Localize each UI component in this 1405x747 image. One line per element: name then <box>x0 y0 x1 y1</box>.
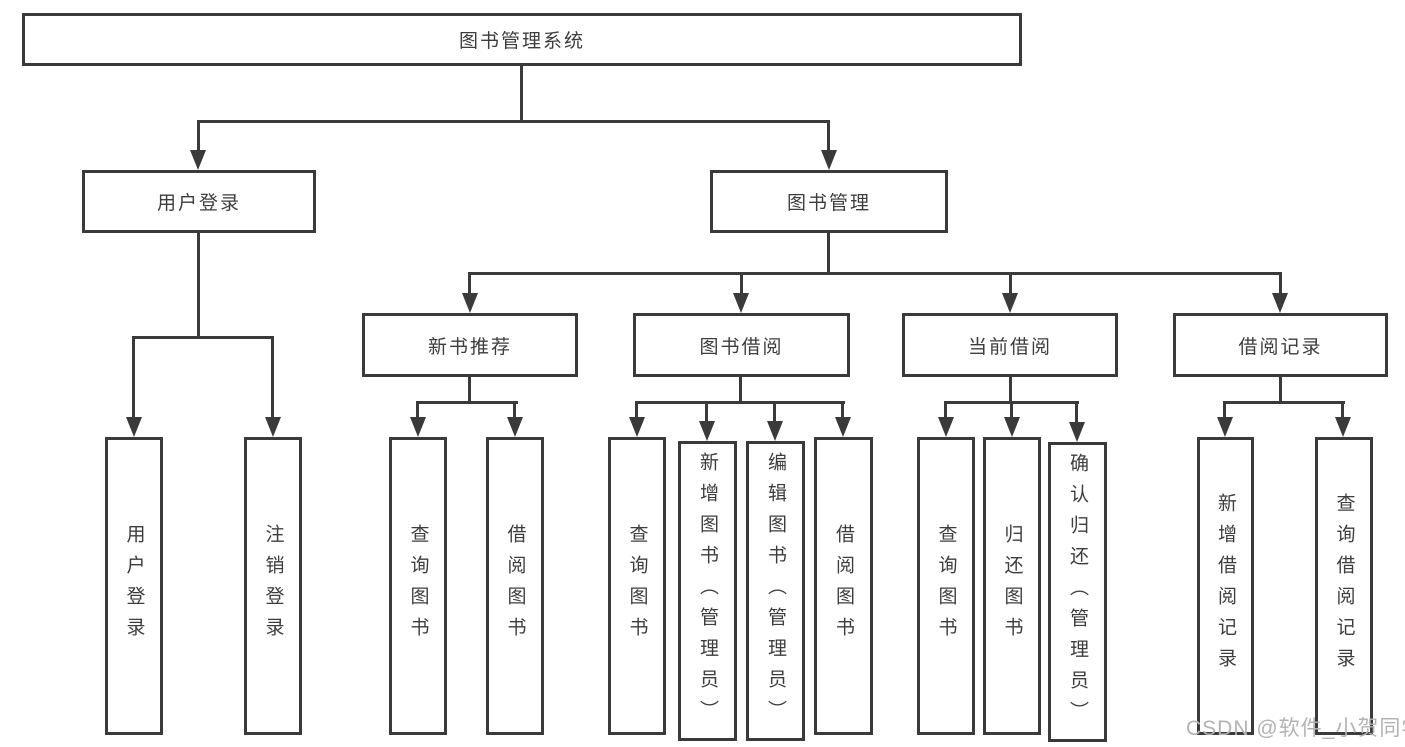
node-fn-recommend-borrow-books: 借阅图书 <box>486 437 544 735</box>
arrowhead-fn-logout <box>265 417 281 437</box>
node-fn-records-query-record-label: 查询借阅记录 <box>1333 493 1355 679</box>
watermark-text: CSDN @软件_小贺同学 <box>1186 717 1405 740</box>
arrowhead-new-book-recommend <box>462 293 478 313</box>
node-fn-borrowing-edit-books-label: 编辑图书（管理员） <box>765 451 786 731</box>
arrowhead-current-return-books <box>1004 417 1020 437</box>
arrowhead-borrowing-add-books <box>699 421 715 441</box>
node-fn-records-add-record-label: 新增借阅记录 <box>1215 493 1236 679</box>
node-book-borrowing-label: 图书借阅 <box>699 336 784 358</box>
node-fn-borrowing-query-books: 查询图书 <box>608 437 666 735</box>
arrowhead-records-add-record <box>1217 417 1233 437</box>
arrowhead-borrowing-borrow-books <box>835 417 851 437</box>
node-fn-borrowing-edit-books: 编辑图书（管理员） <box>746 441 805 741</box>
arrowhead-records-query-record <box>1335 417 1351 437</box>
node-fn-records-add-record: 新增借阅记录 <box>1197 437 1254 735</box>
edge-book-borrowing-stem <box>739 377 742 404</box>
edge-to-fn-user-login <box>132 336 135 419</box>
edge-book-management-bar <box>468 272 1282 275</box>
node-fn-user-login-label: 用户登录 <box>123 524 145 648</box>
node-new-book-recommend-label: 新书推荐 <box>427 336 512 358</box>
node-fn-logout: 注销登录 <box>244 437 302 735</box>
node-user-login-module-label: 用户登录 <box>156 193 241 214</box>
edge-to-current-confirm-return <box>1075 401 1078 424</box>
node-book-management-module: 图书管理 <box>710 170 948 233</box>
edge-to-current-borrowing <box>1009 272 1012 295</box>
node-fn-borrowing-add-books: 新增图书（管理员） <box>678 441 737 741</box>
node-fn-logout-label: 注销登录 <box>262 524 284 648</box>
arrowhead-current-borrowing <box>1002 293 1018 313</box>
node-fn-current-confirm-return-label: 确认归还（管理员） <box>1067 452 1088 732</box>
edge-to-records-add-record <box>1223 401 1226 419</box>
node-root-system-label: 图书管理系统 <box>458 31 585 52</box>
node-fn-user-login: 用户登录 <box>105 437 163 735</box>
node-new-book-recommend: 新书推荐 <box>362 313 578 377</box>
node-fn-current-return-books-label: 归还图书 <box>1001 524 1023 648</box>
node-fn-borrowing-borrow-books-label: 借阅图书 <box>833 524 854 648</box>
arrowhead-recommend-query-books <box>410 417 426 437</box>
node-user-login-module: 用户登录 <box>82 170 316 233</box>
node-fn-recommend-borrow-books-label: 借阅图书 <box>504 524 526 648</box>
arrowhead-current-query-books <box>938 417 954 437</box>
edge-user-login-bar <box>132 336 274 339</box>
edge-user-login-stem <box>197 233 200 336</box>
edge-new-book-recommend-stem <box>468 377 471 404</box>
edge-to-records-query-record <box>1341 401 1344 419</box>
arrowhead-current-confirm-return <box>1069 422 1085 442</box>
edge-to-current-return-books <box>1010 401 1013 419</box>
node-fn-current-query-books-label: 查询图书 <box>935 524 957 648</box>
edge-root-to-book-management <box>827 120 830 152</box>
node-book-management-module-label: 图书管理 <box>786 193 871 214</box>
arrowhead-borrowing-query-books <box>629 417 645 437</box>
node-fn-current-confirm-return: 确认归还（管理员） <box>1048 442 1107 742</box>
node-fn-current-query-books: 查询图书 <box>917 437 975 735</box>
arrowhead-borrowing-edit-books <box>767 421 783 441</box>
arrowhead-fn-user-login <box>126 417 142 437</box>
arrowhead-borrowing-records <box>1272 293 1288 313</box>
edge-to-borrowing-add-books <box>705 401 708 423</box>
edge-to-borrowing-query-books <box>635 401 638 419</box>
node-current-borrowing: 当前借阅 <box>902 313 1118 377</box>
node-fn-records-query-record: 查询借阅记录 <box>1315 437 1373 735</box>
node-fn-borrowing-add-books-label: 新增图书（管理员） <box>697 451 718 731</box>
edge-to-borrowing-records <box>1279 272 1282 295</box>
edge-new-book-recommend-bar <box>416 401 518 404</box>
edge-to-recommend-borrow-books <box>513 401 516 419</box>
arrowhead-user-login <box>190 150 206 170</box>
edge-to-borrowing-edit-books <box>773 401 776 423</box>
edge-book-management-stem <box>827 233 830 272</box>
edge-borrowing-records-stem <box>1279 377 1282 404</box>
edge-root-stem <box>520 66 523 120</box>
arrowhead-book-borrowing <box>733 293 749 313</box>
edge-root-to-user-login <box>197 120 200 152</box>
node-borrowing-records: 借阅记录 <box>1173 313 1388 377</box>
node-fn-current-return-books: 归还图书 <box>983 437 1041 735</box>
edge-to-recommend-query-books <box>416 401 419 419</box>
edge-current-borrowing-stem <box>1009 377 1012 404</box>
edge-borrowing-records-bar <box>1223 401 1345 404</box>
edge-to-fn-logout <box>271 336 274 419</box>
edge-root-bar <box>197 120 830 123</box>
node-fn-recommend-query-books: 查询图书 <box>389 437 447 735</box>
node-root-system: 图书管理系统 <box>22 13 1022 66</box>
node-borrowing-records-label: 借阅记录 <box>1238 336 1323 358</box>
edge-book-borrowing-bar <box>635 401 845 404</box>
node-current-borrowing-label: 当前借阅 <box>967 336 1052 358</box>
edge-to-new-book-recommend <box>468 272 471 295</box>
node-book-borrowing: 图书借阅 <box>633 313 850 377</box>
node-fn-recommend-query-books-label: 查询图书 <box>407 524 429 648</box>
edge-to-borrowing-borrow-books <box>841 401 844 419</box>
arrowhead-book-management <box>821 150 837 170</box>
node-fn-borrowing-query-books-label: 查询图书 <box>626 524 648 648</box>
edge-to-book-borrowing <box>740 272 743 295</box>
arrowhead-recommend-borrow-books <box>507 417 523 437</box>
node-fn-borrowing-borrow-books: 借阅图书 <box>814 437 873 735</box>
edge-to-current-query-books <box>944 401 947 419</box>
